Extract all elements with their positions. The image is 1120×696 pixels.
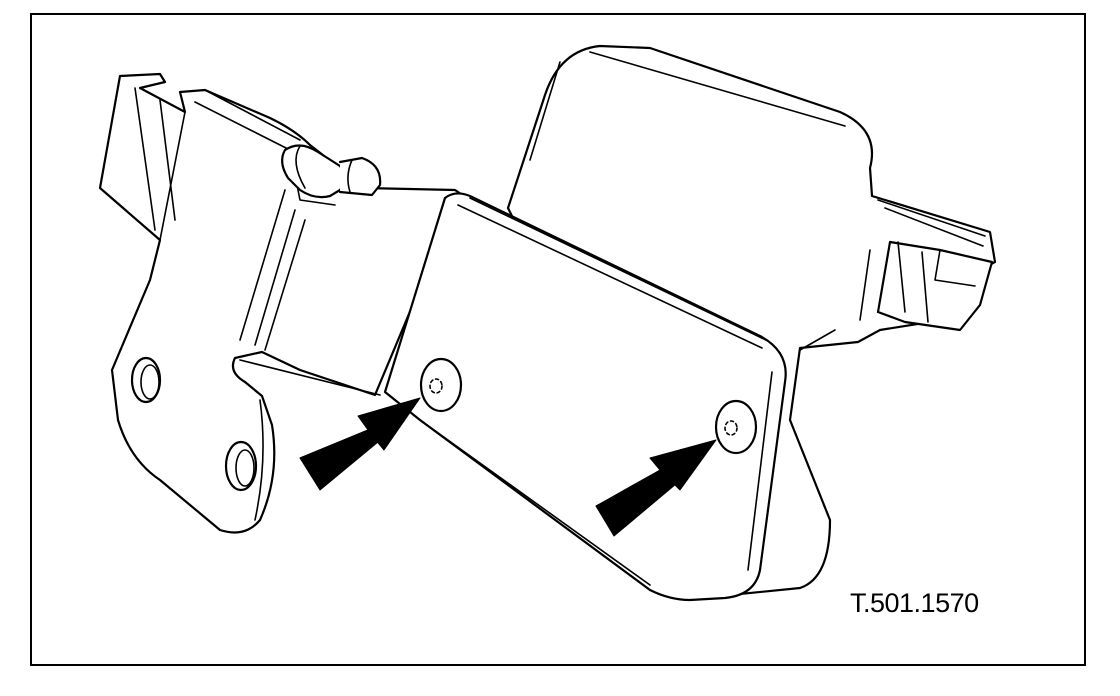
connector-block bbox=[876, 240, 994, 332]
bracket-hole-lower bbox=[224, 440, 258, 492]
pointer-arrow-left bbox=[299, 397, 421, 491]
module-housing bbox=[506, 44, 997, 600]
pointer-arrow-right bbox=[595, 439, 717, 537]
fixing-screw-right bbox=[714, 399, 758, 455]
bracket-hole-upper bbox=[130, 356, 162, 404]
fixing-screw-left bbox=[419, 357, 463, 413]
figure-reference-code: T.501.1570 bbox=[850, 588, 979, 618]
cover-plate bbox=[383, 192, 787, 602]
pivot-pin bbox=[281, 144, 382, 199]
